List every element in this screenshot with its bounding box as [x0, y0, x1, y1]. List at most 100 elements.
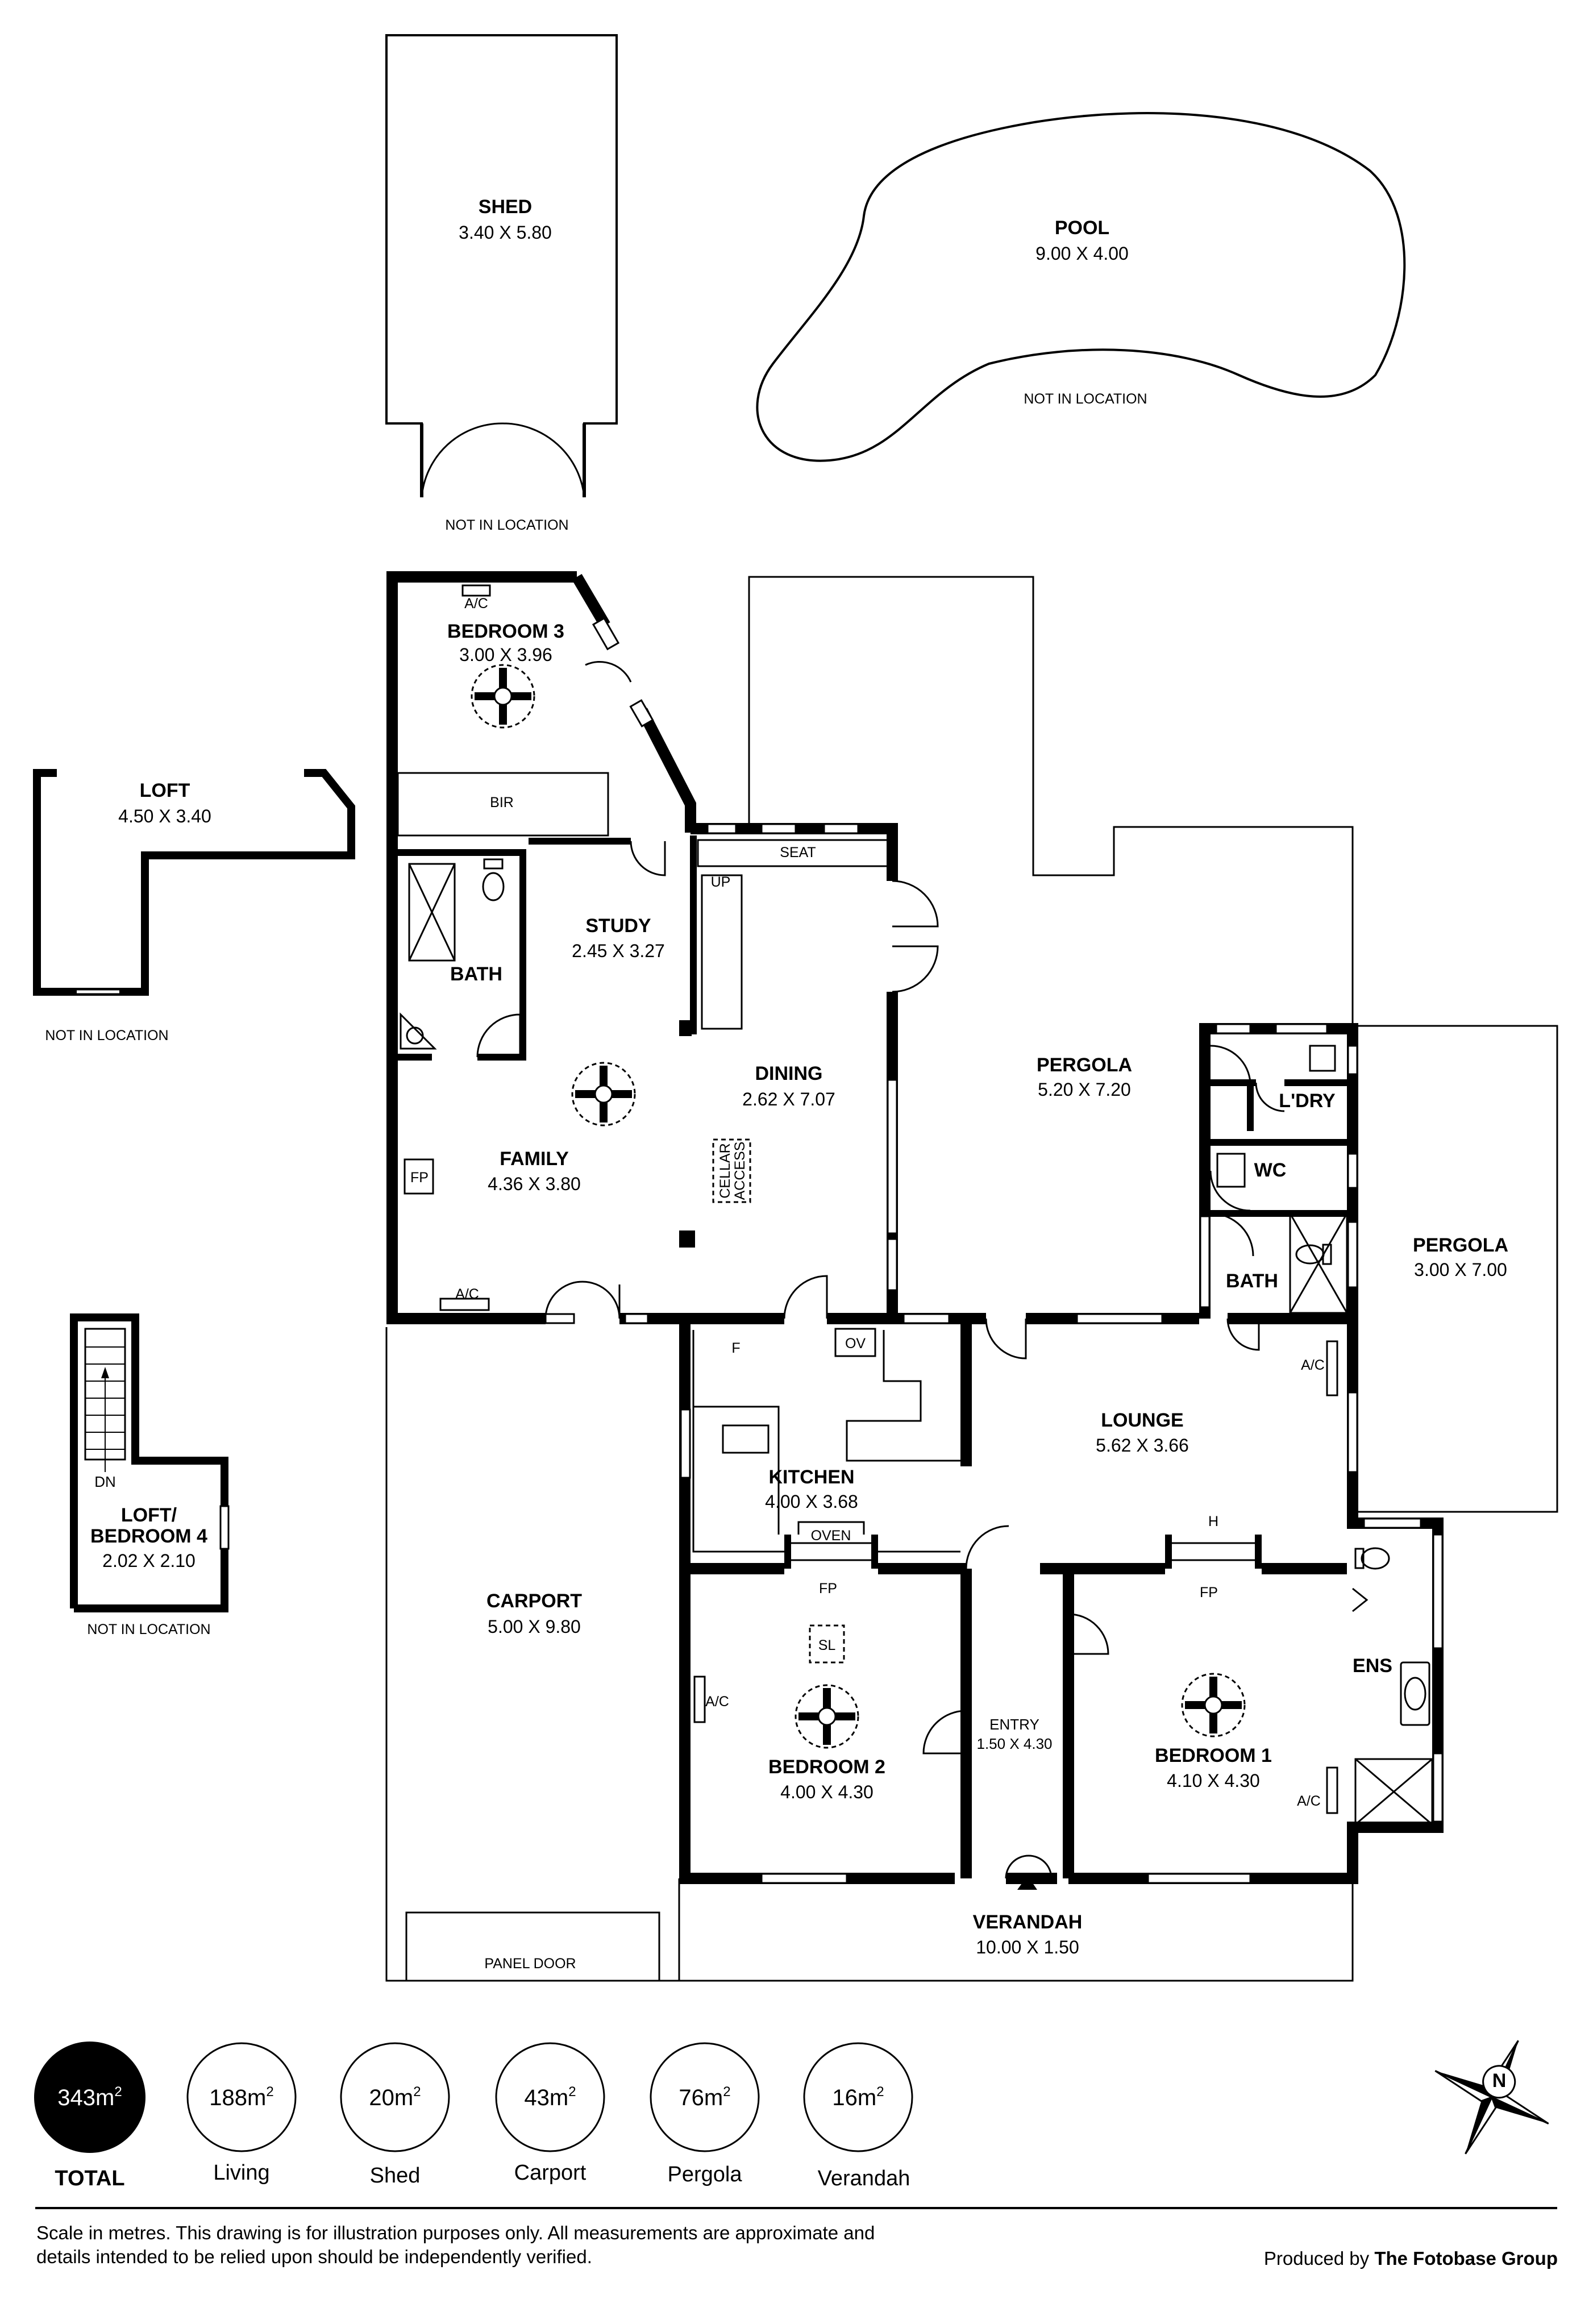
dining-dim: 2.62 X 7.07	[742, 1089, 835, 1109]
bedroom2-name: BEDROOM 2	[768, 1756, 885, 1778]
loft-stairs-dn: DN	[94, 1473, 116, 1490]
area-pergola-caption: Pergola	[668, 2163, 743, 2186]
producer-credit: Produced by The Fotobase Group	[1264, 2248, 1558, 2269]
outdoor-outlines	[385, 576, 1558, 1982]
family-dim: 4.36 X 3.80	[488, 1174, 581, 1194]
pool-dim: 9.00 X 4.00	[1035, 243, 1129, 264]
compass-icon	[1434, 2040, 1549, 2155]
study-name: STUDY	[585, 915, 651, 937]
shed-not-in-location: NOT IN LOCATION	[445, 517, 568, 533]
shed-name: SHED	[479, 196, 532, 218]
loft-bedroom4-name-2: BEDROOM 4	[90, 1525, 207, 1547]
ceiling-fan-icon	[471, 664, 535, 729]
family-name: FAMILY	[500, 1148, 569, 1170]
kitchen-ov: OV	[845, 1336, 866, 1352]
loft-bedroom4-not-in-location: NOT IN LOCATION	[87, 1622, 210, 1637]
bedroom2-sl: SL	[818, 1637, 836, 1653]
lounge-dim: 5.62 X 3.66	[1096, 1435, 1189, 1456]
ens-name: ENS	[1353, 1655, 1392, 1677]
ceiling-fan-icon	[571, 1062, 636, 1126]
area-verandah: 16m2 Verandah	[803, 2042, 913, 2190]
skylight	[809, 1624, 845, 1664]
bedroom2-dim: 4.00 X 4.30	[780, 1782, 874, 1802]
carport-dim: 5.00 X 9.80	[488, 1616, 581, 1637]
loft-name: LOFT	[140, 780, 190, 801]
bath-right-name: BATH	[1226, 1270, 1278, 1292]
lounge-name: LOUNGE	[1101, 1410, 1183, 1431]
loft-bedroom4-name-1: LOFT/	[121, 1504, 177, 1526]
area-carport: 43m2 Carport	[495, 2042, 605, 2185]
area-living-caption: Living	[213, 2161, 269, 2185]
loft-dim: 4.50 X 3.40	[118, 806, 211, 826]
shed-dim: 3.40 X 5.80	[459, 222, 552, 243]
bedroom2-fp: FP	[819, 1581, 837, 1597]
carport-panel-door: PANEL DOOR	[484, 1956, 576, 1972]
loft-outline	[33, 769, 355, 996]
bedroom3-dim: 3.00 X 3.96	[459, 645, 552, 665]
svg-text:43m2: 43m2	[524, 2084, 576, 2110]
producer-name: The Fotobase Group	[1374, 2248, 1558, 2269]
compass-north-label: N	[1492, 2070, 1507, 2092]
bedroom3-ac: A/C	[464, 596, 488, 612]
laundry-name: L'DRY	[1279, 1090, 1336, 1112]
interior-thin	[397, 584, 1433, 1879]
kitchen-dim: 4.00 X 3.68	[765, 1491, 858, 1512]
kitchen-oven: OVEN	[811, 1528, 851, 1544]
cellar-access-2: ACCESS	[732, 1142, 748, 1200]
pool-not-in-location: NOT IN LOCATION	[1024, 391, 1147, 407]
lounge-ac: A/C	[1301, 1357, 1325, 1373]
bedroom2-ac: A/C	[705, 1694, 729, 1710]
area-living: 188m2 Living	[186, 2042, 297, 2185]
front-door-arrow	[1017, 1876, 1037, 1890]
windows	[544, 617, 1444, 1884]
verandah-name: VERANDAH	[973, 1911, 1083, 1933]
ceiling-fan-icon	[795, 1684, 859, 1749]
svg-text:76m2: 76m2	[679, 2084, 730, 2110]
bedroom1-ac: A/C	[1297, 1793, 1321, 1809]
bedroom1-fp: FP	[1200, 1585, 1218, 1600]
pool-outline	[756, 112, 1406, 462]
area-pergola: 76m2 Pergola	[650, 2042, 760, 2186]
pergola-side-dim: 3.00 X 7.00	[1414, 1259, 1507, 1280]
family-ac: A/C	[455, 1286, 479, 1302]
bir-label: BIR	[490, 795, 514, 810]
wc-name: WC	[1254, 1159, 1287, 1181]
stairs-up: UP	[711, 874, 731, 890]
seat-label: SEAT	[780, 845, 816, 860]
dining-name: DINING	[755, 1063, 823, 1084]
pergola-main-dim: 5.20 X 7.20	[1038, 1079, 1131, 1100]
svg-text:16m2: 16m2	[832, 2084, 884, 2110]
cellar-access-1: CELLAR	[717, 1143, 733, 1198]
lounge-h: H	[1208, 1514, 1218, 1529]
area-total: 343m2 TOTAL	[34, 2042, 145, 2190]
area-total-caption: TOTAL	[55, 2167, 124, 2190]
loft-bedroom4-outline	[70, 1313, 230, 1612]
svg-text:188m2: 188m2	[209, 2084, 273, 2110]
producer-prefix: Produced by	[1263, 2248, 1375, 2269]
ceiling-fan-icon	[1181, 1673, 1246, 1737]
area-carport-caption: Carport	[514, 2161, 587, 2185]
loft-bedroom4-dim: 2.02 X 2.10	[102, 1550, 196, 1571]
study-dim: 2.45 X 3.27	[572, 941, 665, 961]
cellar-access	[712, 1138, 751, 1203]
loft-not-in-location: NOT IN LOCATION	[45, 1028, 168, 1043]
bath-left-name: BATH	[450, 963, 502, 985]
pergola-main-name: PERGOLA	[1037, 1054, 1132, 1076]
carport-name: CARPORT	[486, 1590, 582, 1612]
shed-outline	[385, 34, 618, 498]
area-shed: 20m2 Shed	[340, 2042, 450, 2188]
entry-dim: 1.50 X 4.30	[977, 1735, 1053, 1752]
area-verandah-caption: Verandah	[818, 2167, 910, 2190]
family-fp: FP	[410, 1170, 429, 1186]
bedroom3-name: BEDROOM 3	[447, 621, 564, 642]
verandah-dim: 10.00 X 1.50	[976, 1937, 1079, 1957]
svg-text:20m2: 20m2	[369, 2084, 421, 2110]
bedroom1-name: BEDROOM 1	[1155, 1745, 1272, 1766]
area-shed-caption: Shed	[370, 2164, 421, 2188]
pergola-side-name: PERGOLA	[1413, 1234, 1508, 1256]
bedroom1-dim: 4.10 X 4.30	[1167, 1770, 1260, 1791]
pool-name: POOL	[1055, 217, 1109, 239]
kitchen-f: F	[731, 1340, 740, 1356]
kitchen-name: KITCHEN	[768, 1466, 854, 1488]
